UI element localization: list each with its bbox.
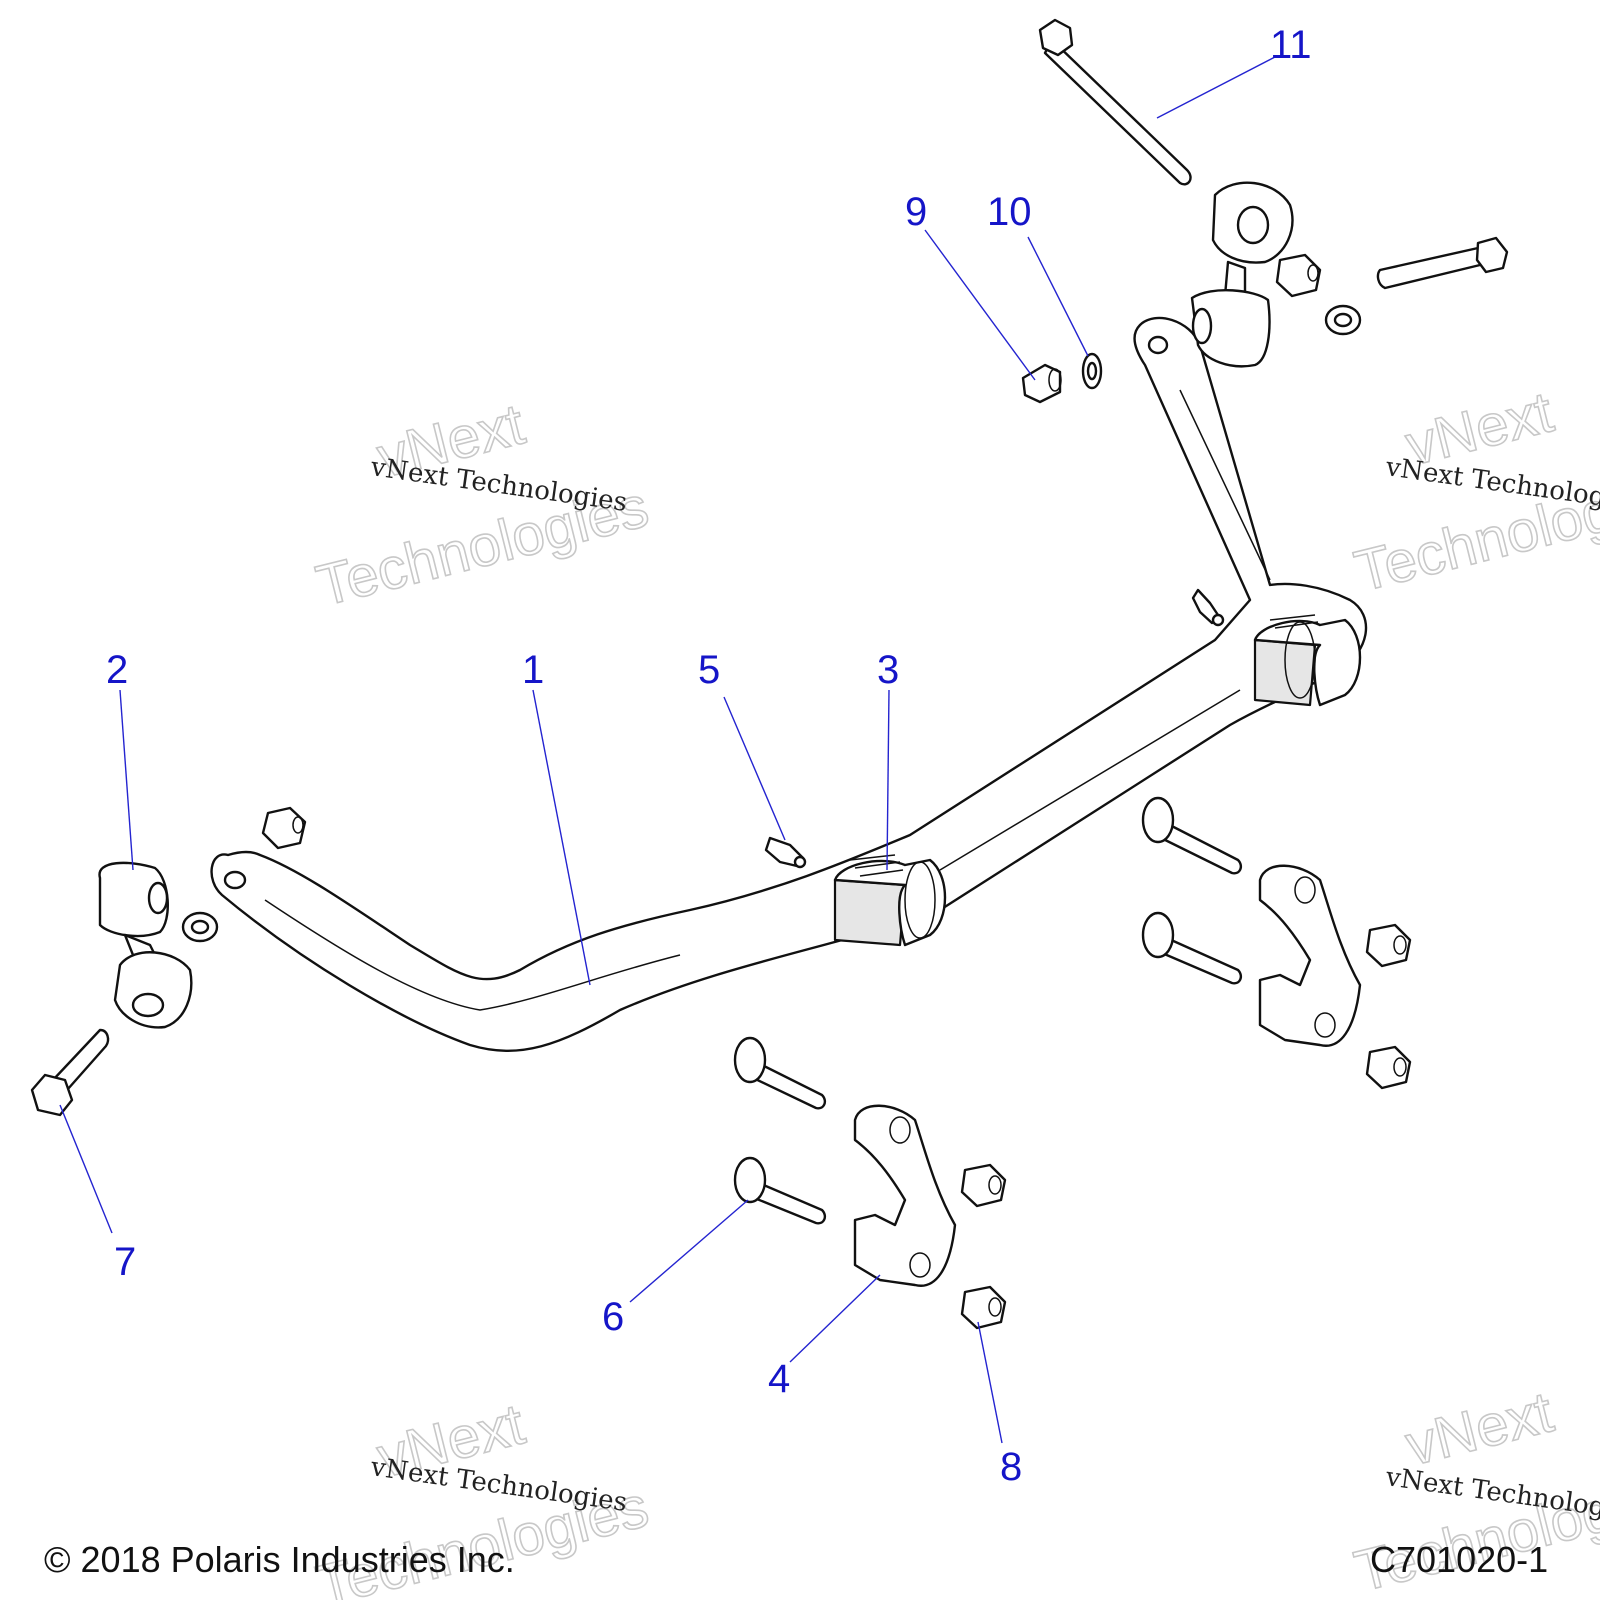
bolt-clamp-right-top <box>1141 796 1243 875</box>
leader-6 <box>629 1199 749 1303</box>
copyright-notice: © 2018 Polaris Industries Inc. <box>44 1539 515 1580</box>
link-end-right <box>1190 181 1294 368</box>
leader-4 <box>789 1274 881 1363</box>
grease-fitting <box>764 836 807 869</box>
washer-upper-right <box>1324 304 1362 336</box>
bolt-clamp-lower-top <box>733 1036 827 1110</box>
watermark-outline-top: vNext <box>1400 1379 1560 1478</box>
leader-10 <box>1027 236 1089 357</box>
callout-10: 10 <box>987 190 1032 234</box>
bolt-left <box>30 1028 110 1117</box>
callout-11: 11 <box>1270 23 1312 67</box>
nut-clamp-lower-bottom <box>960 1285 1007 1330</box>
callout-1: 1 <box>522 648 544 692</box>
callout-7: 7 <box>114 1240 136 1284</box>
callout-8: 8 <box>1000 1445 1022 1489</box>
callout-2: 2 <box>106 648 128 692</box>
nut-upper-right <box>1275 253 1322 298</box>
washer-small <box>1081 352 1103 390</box>
bar-bushing-left <box>833 854 947 947</box>
callout-3: 3 <box>877 648 899 692</box>
bolt-clamp-right-bottom <box>1141 911 1243 985</box>
clamp-bracket-lower <box>853 1104 957 1287</box>
leader-5 <box>723 696 786 841</box>
leader-1 <box>532 689 591 986</box>
long-bolt-upper <box>1038 18 1192 186</box>
link-end-left <box>98 861 193 1029</box>
leader-2 <box>119 689 134 871</box>
leader-8 <box>977 1321 1003 1444</box>
bar-bushing-right <box>1253 614 1362 707</box>
diagram-code: C701020-1 <box>1370 1539 1548 1580</box>
nut-left-link <box>261 806 307 850</box>
nut-clamp-lower-top <box>960 1163 1007 1208</box>
bolt-clamp-lower-bottom <box>733 1156 827 1225</box>
leader-11 <box>1156 56 1276 119</box>
grease-fitting-upper <box>1191 588 1225 627</box>
nut-clamp-right-top <box>1365 923 1412 968</box>
callout-4: 4 <box>768 1357 790 1401</box>
callout-5: 5 <box>698 648 720 692</box>
nut-clamp-right-bottom <box>1365 1045 1412 1090</box>
leader-3 <box>886 689 890 871</box>
washer-left-link <box>181 911 219 943</box>
stabilizer-bar <box>210 316 1368 1052</box>
leader-9 <box>924 229 1036 381</box>
callout-labels: 1 2 3 4 5 6 7 8 9 10 11 <box>106 23 1312 1489</box>
bushing-sleeve <box>1021 363 1062 404</box>
leader-7 <box>59 1104 113 1234</box>
callout-9: 9 <box>905 190 927 234</box>
clamp-bracket-right <box>1258 864 1362 1047</box>
callout-6: 6 <box>602 1295 624 1339</box>
leader-lines <box>59 56 1276 1444</box>
bolt-upper-right <box>1376 236 1509 290</box>
